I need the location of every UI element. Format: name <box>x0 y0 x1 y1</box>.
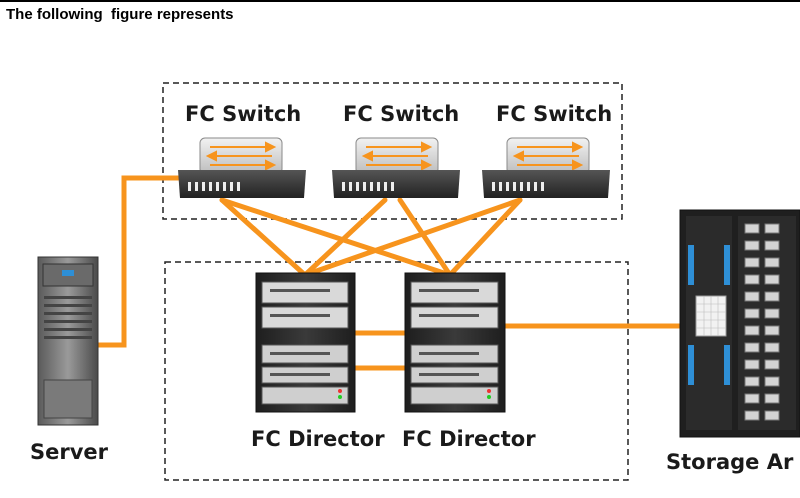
switch-group-box <box>162 82 623 220</box>
link-sw3-dir2 <box>447 197 523 278</box>
fc-director-2 <box>404 272 506 413</box>
top-border <box>0 0 800 2</box>
server-tower <box>37 256 99 426</box>
fc-director-1 <box>255 272 356 413</box>
fc-switch-2 <box>332 137 460 198</box>
question-text: The following figure represents <box>6 6 234 23</box>
fc-switch-label-3: FC Switch <box>496 102 613 126</box>
fc-director-label-2: FC Director <box>402 427 536 451</box>
fc-switch-1 <box>178 137 306 198</box>
fc-switch-label-2: FC Switch <box>343 102 460 126</box>
server-label: Server <box>30 440 109 464</box>
fc-switch-label-1: FC Switch <box>185 102 302 126</box>
server-to-switch-link <box>95 175 185 348</box>
link-sw1-dir1 <box>219 197 308 278</box>
director-group-box <box>164 261 629 481</box>
fc-director-label-1: FC Director <box>251 427 385 451</box>
link-sw3-dir1 <box>302 197 523 278</box>
link-sw1-dir2 <box>219 197 453 278</box>
storage-array-label: Storage Ar <box>666 450 794 474</box>
link-sw2-dir1 <box>302 197 388 278</box>
fc-links <box>95 175 685 371</box>
fc-switch-3 <box>482 137 610 198</box>
link-sw2-dir2 <box>397 197 453 278</box>
storage-array <box>679 209 800 438</box>
